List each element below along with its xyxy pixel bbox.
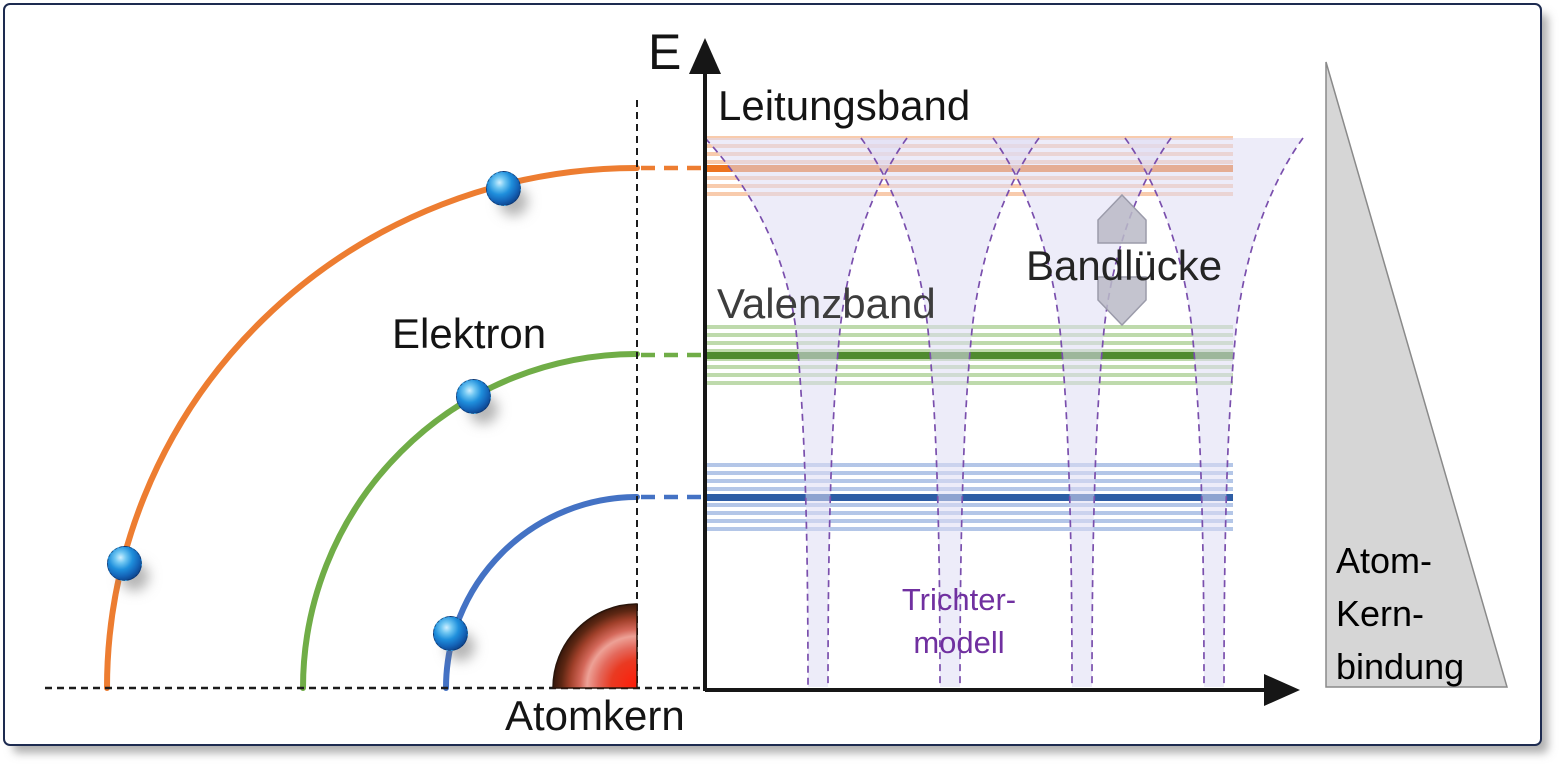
figure-border [3,3,1542,746]
binding-strength-label: Atom- Kern- bindung [1336,534,1464,693]
funnel-model-label-line1: Trichter- [901,582,1017,617]
binding-label-line2: Kern- [1336,593,1425,634]
conduction-band-label: Leitungsband [718,82,971,129]
nucleus-sphere [552,603,638,689]
binding-label-line3: bindung [1336,646,1465,687]
funnel-fill [861,138,1039,687]
funnel-fill [993,138,1171,687]
inner-band-level-line [706,494,1233,501]
orbit-outer-arc [104,165,640,691]
electron-label: Elektron [392,310,547,357]
funnel-curve [1223,137,1304,688]
band-gap-arrow-icon [1097,193,1147,327]
binding-strength-triangle-outline [1325,61,1508,688]
funnel-curve [992,137,1073,688]
funnel-outlines [704,137,1304,688]
electron-sphere-outer-top [485,170,521,206]
nucleus-label: Atomkern [505,692,685,739]
orbit-middle-arc [300,351,640,691]
distance-axis-arrowhead-icon [1264,674,1300,706]
energy-axis [689,38,721,691]
valence-band-label: Valenzband [717,280,936,327]
funnel-fill [705,138,907,687]
funnel-curve [704,137,809,688]
funnel-curve [860,137,941,688]
funnel-curve [1124,137,1205,688]
electron-sphere-middle [455,378,491,414]
funnel-model-label-line2: modell [913,625,1005,660]
energy-axis-arrowhead-icon [689,38,721,74]
distance-axis [705,674,1300,706]
electron-sphere-outer-left [106,545,142,581]
inner-band-area [706,463,1233,531]
funnel-curve [827,137,908,688]
funnel-fills [705,138,1303,687]
funnel-curve [1091,137,1172,688]
binding-label-line1: Atom- [1336,540,1433,581]
funnel-fill [1125,138,1303,687]
band-gap-label: Bandlücke [1026,242,1223,289]
funnel-model-label: Trichter- modell [878,578,1040,664]
electron-sphere-inner [432,615,468,651]
energy-axis-label: E [648,24,682,80]
funnel-curve [959,137,1040,688]
